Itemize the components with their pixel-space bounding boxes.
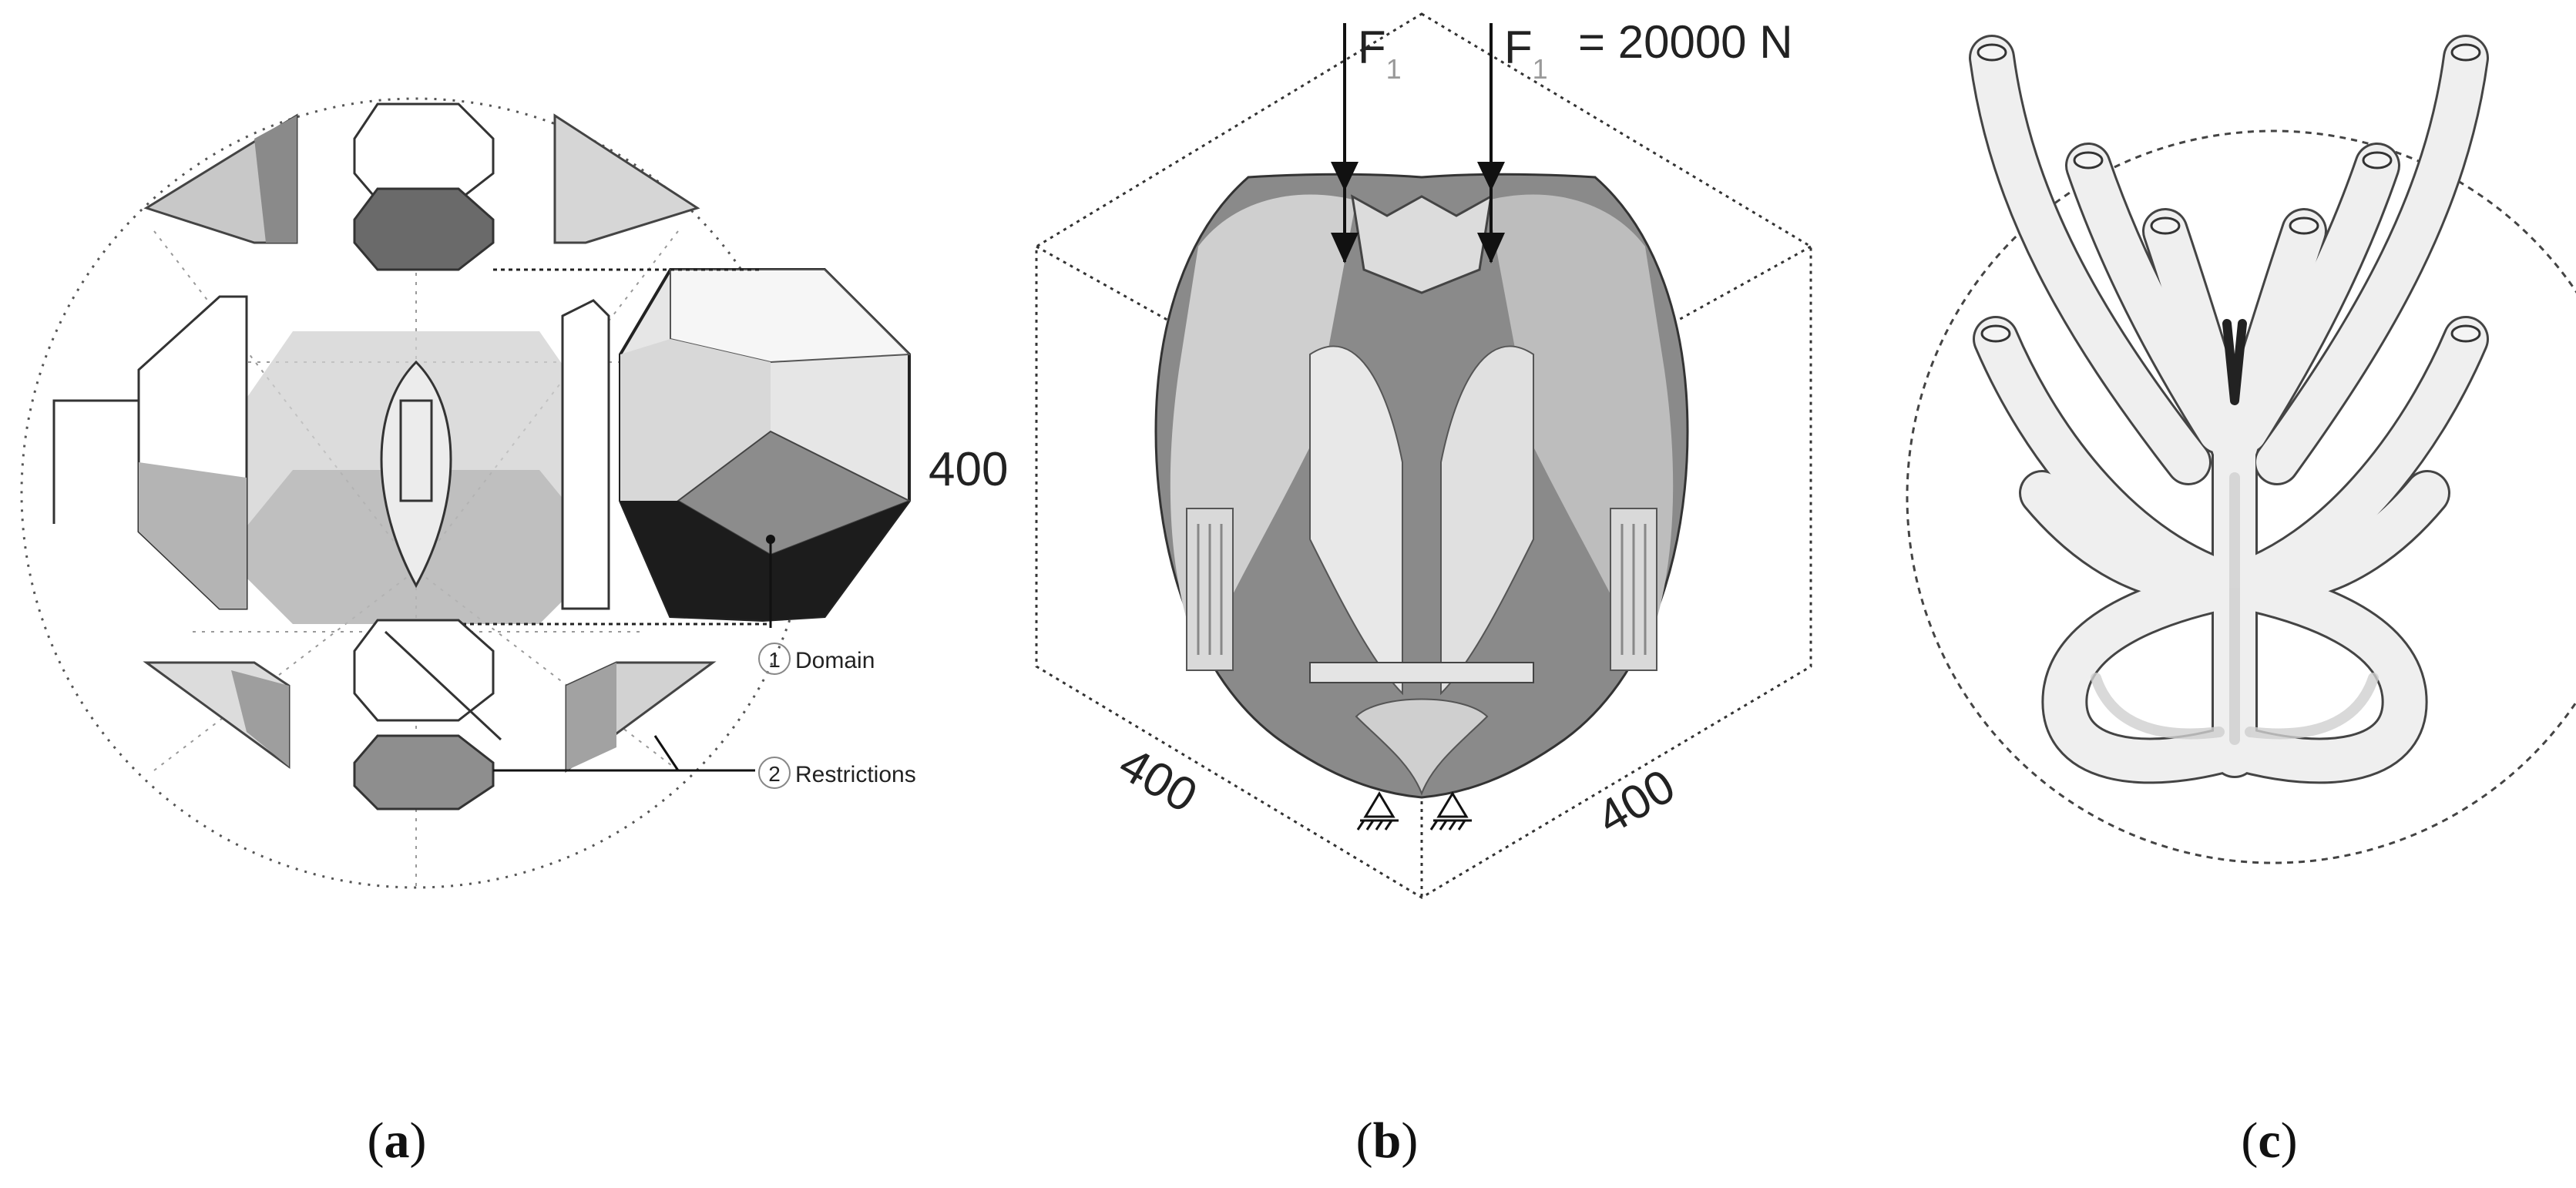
bolt-heads	[1977, 43, 2481, 343]
callout-2-circle	[758, 757, 791, 789]
force-arrow-left	[1331, 23, 1359, 263]
left-block-shade	[139, 462, 247, 609]
top-left-wedge-shade	[254, 116, 297, 243]
optimized-structure	[1154, 173, 1689, 799]
branching-structure	[1969, 35, 2489, 784]
callout-1-label: Domain	[795, 648, 875, 673]
caption-c: (c)	[2241, 1112, 2297, 1169]
support-right	[1429, 791, 1472, 831]
panel-c: (c)	[1906, 35, 2576, 1169]
left-handle	[52, 399, 139, 524]
top-octagon	[353, 102, 495, 202]
force-label-right: F1	[1504, 22, 1548, 85]
dimension-a: 400	[929, 443, 1008, 496]
inner-lens	[380, 360, 452, 589]
force-label-left: F1	[1358, 22, 1402, 85]
caption-b: (b)	[1356, 1112, 1419, 1169]
domain-leader-dot	[766, 535, 775, 544]
callout-2-label: Restrictions	[795, 762, 916, 787]
outline-circle	[1906, 129, 2576, 864]
domain-octagon	[619, 268, 912, 623]
top-dark-octagon	[353, 187, 495, 271]
restrictions-leader-diag	[653, 735, 680, 771]
bottom-right-wedge-shade	[566, 663, 616, 770]
inner-slot	[399, 399, 433, 502]
dimension-b-left: 400	[1110, 737, 1206, 823]
force-value: = 20000 N	[1578, 16, 1793, 68]
right-thin-block	[561, 299, 610, 610]
panel-a: 1 Domain 400 2 Restrictions (a)	[20, 97, 1008, 1169]
callout-1-circle	[758, 643, 791, 675]
bottom-dark-octagon	[353, 734, 495, 810]
dimension-b-right: 400	[1588, 759, 1684, 844]
force-arrow-right	[1477, 23, 1505, 263]
bottom-left-wedge-shade	[231, 670, 289, 767]
callout-1-number: 1	[768, 648, 781, 672]
caption-a: (a)	[368, 1112, 427, 1169]
panel-b: F1 F1 = 20000 N 400 400 (b)	[1035, 12, 1812, 1169]
support-left	[1356, 791, 1399, 831]
bottom-octagon-diagonal	[384, 630, 502, 741]
bottom-octagon	[353, 619, 495, 722]
callout-2-number: 2	[768, 762, 781, 786]
top-right-wedge	[553, 113, 700, 244]
